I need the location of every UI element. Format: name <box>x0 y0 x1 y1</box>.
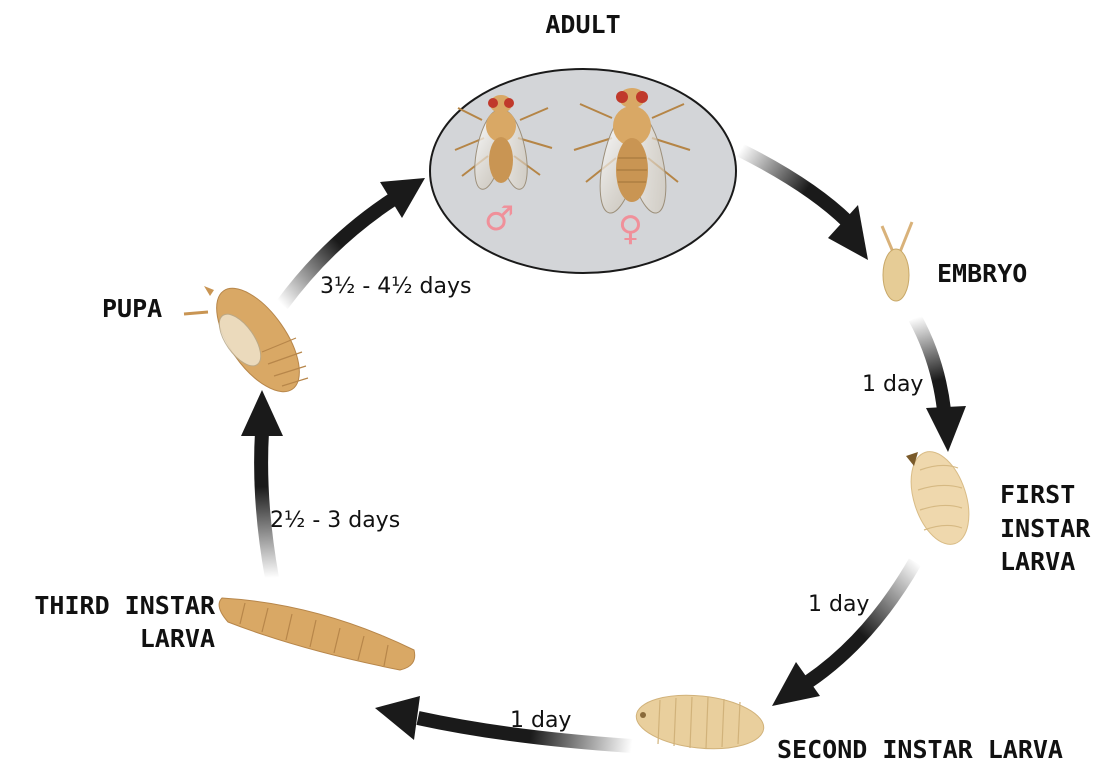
arrow-first-instar-to-second-instar <box>772 562 915 706</box>
duration-second-to-third-instar: 1 day <box>510 708 571 733</box>
label-third-instar-line1: THIRD INSTAR <box>34 591 216 620</box>
male-symbol: ♂ <box>484 199 514 239</box>
label-adult: ADULT <box>545 10 620 39</box>
first-instar-larva-icon <box>900 444 979 551</box>
duration-first-to-second-instar: 1 day <box>808 592 869 617</box>
label-embryo: EMBRYO <box>937 259 1027 288</box>
label-first-instar-line3: LARVA <box>1000 547 1075 576</box>
embryo-icon <box>882 222 912 301</box>
duration-pupa-to-adult: 3½ - 4½ days <box>320 274 472 299</box>
arrow-adult-to-embryo <box>740 150 868 260</box>
label-pupa: PUPA <box>102 294 162 323</box>
third-instar-larva-icon <box>219 598 415 670</box>
label-third-instar-line2: LARVA <box>140 624 215 653</box>
duration-embryo-to-first-instar: 1 day <box>862 372 923 397</box>
arrow-second-instar-to-third-instar <box>375 696 632 746</box>
label-first-instar-line2: INSTAR <box>1000 514 1091 543</box>
second-instar-larva-icon <box>634 689 767 754</box>
label-first-instar-line1: FIRST <box>1000 480 1075 509</box>
label-second-instar-larva: SECOND INSTAR LARVA <box>777 735 1063 764</box>
duration-third-instar-to-pupa: 2½ - 3 days <box>270 508 400 533</box>
arrow-third-instar-to-pupa <box>241 390 283 578</box>
female-symbol: ♀ <box>618 209 643 249</box>
